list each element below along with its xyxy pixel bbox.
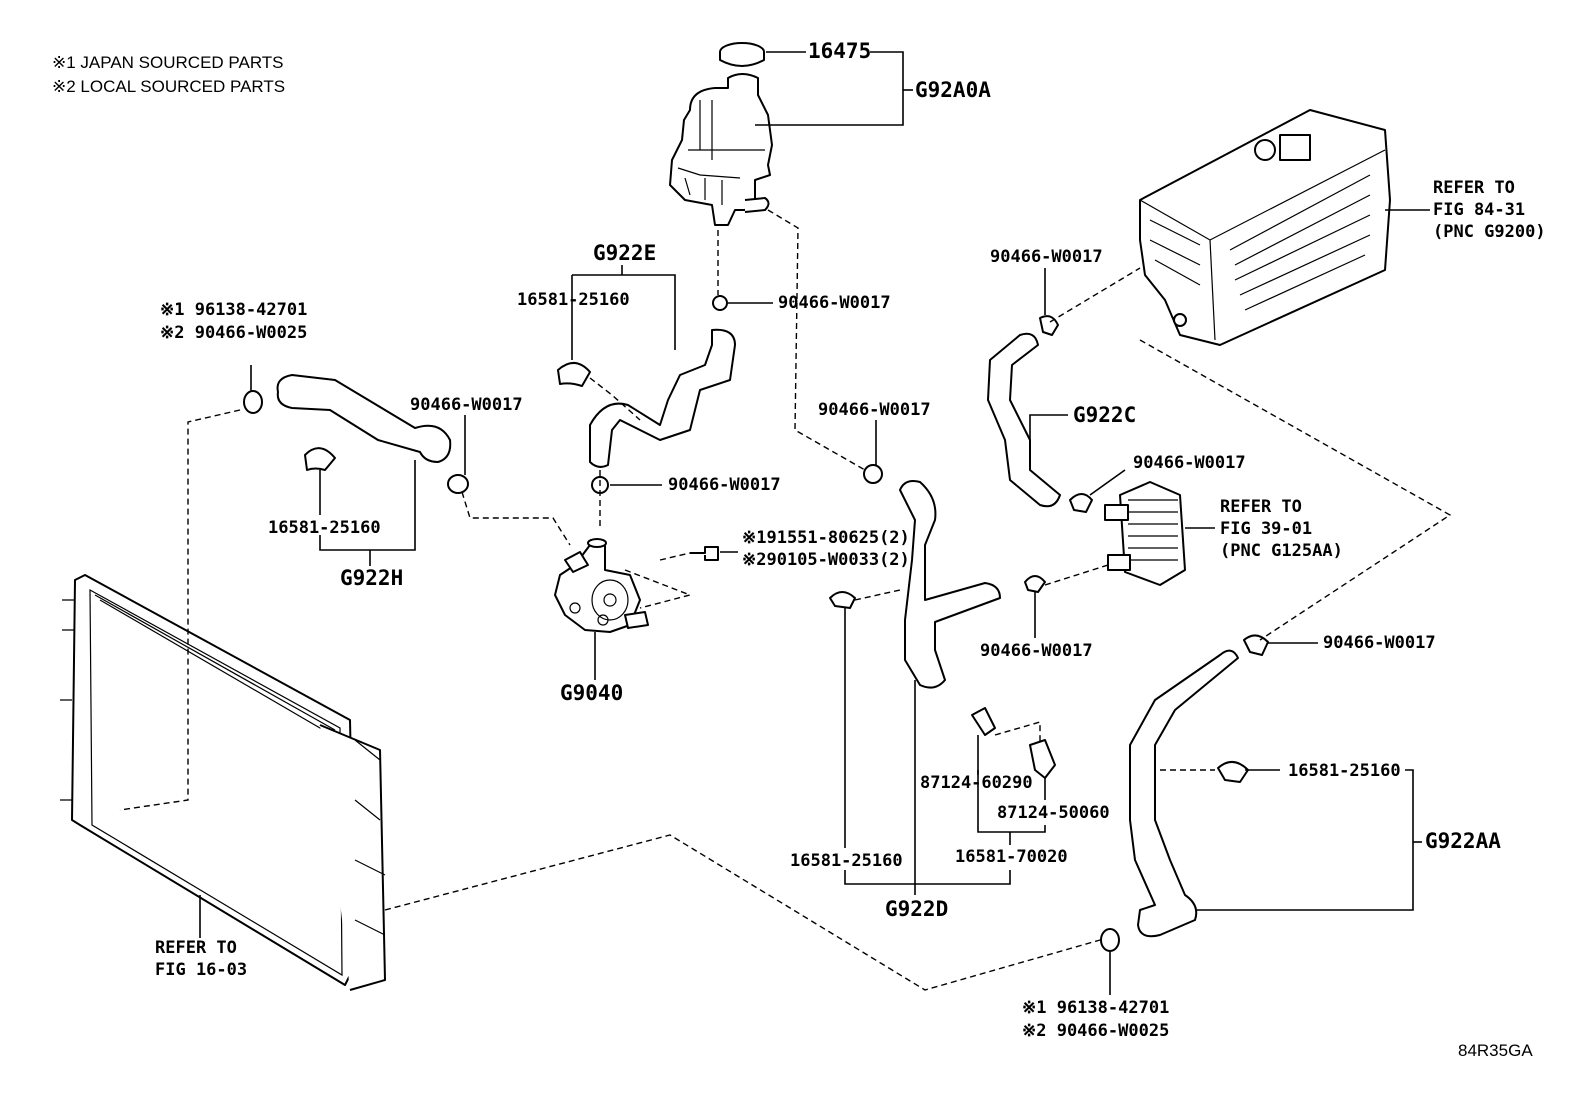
clamp-hose-e-upper (557, 362, 591, 387)
pump-bolt (690, 546, 719, 561)
leader-lines (199, 51, 1430, 995)
label-inverter-ref-2: FIG 84-31 (1433, 200, 1525, 220)
hose-g922e (589, 328, 736, 468)
label-hose-e-lower-clamp: 90466-W0017 (668, 475, 781, 495)
label-inverter-ref-3: (PNC G9200) (1433, 222, 1546, 242)
label-inverter-ref-1: REFER TO (1433, 178, 1515, 198)
figure-code: 84R35GA (1458, 1041, 1533, 1060)
label-reservoir-clamp: 90466-W0017 (778, 293, 891, 313)
label-upper-left-japan: ※1 96138-42701 (160, 300, 307, 320)
label-cooler-ref-1: REFER TO (1220, 497, 1302, 517)
label-cooler-ref-2: FIG 39-01 (1220, 519, 1312, 539)
label-radiator-ref-2: FIG 16-03 (155, 960, 247, 980)
clamp-radiator-top (243, 390, 263, 414)
hose-g922c (987, 332, 1061, 508)
note-local-sourced: ※2 LOCAL SOURCED PARTS (52, 77, 285, 96)
label-bottom-japan: ※1 96138-42701 (1022, 998, 1169, 1018)
label-hose-d-clamp-left: 16581-25160 (790, 851, 903, 871)
label-upper-left-local: ※2 90466-W0025 (160, 323, 307, 343)
radiator (60, 574, 386, 991)
label-hose-d-clamp-top: 90466-W0017 (818, 400, 931, 420)
label-pump-bolt-1: ※191551-80625(2) (742, 528, 910, 548)
clamp-bottom (1100, 928, 1120, 952)
clamp-hose-h-left (304, 447, 336, 471)
label-hose-h-group: G922H (340, 566, 403, 590)
label-cooler-ref-3: (PNC G125AA) (1220, 541, 1343, 561)
label-bracket-1: 87124-60290 (920, 773, 1033, 793)
label-hose-d-clamp-right: 16581-70020 (955, 847, 1068, 867)
label-right-clamp: 90466-W0017 (1323, 633, 1436, 653)
clamp-hose-d-left (829, 591, 856, 609)
label-hose-e-group: G922E (593, 241, 656, 265)
label-pump-group: G9040 (560, 681, 623, 705)
oil-cooler (1104, 481, 1186, 586)
label-hose-e-clamp: 16581-25160 (517, 290, 630, 310)
water-pump (554, 538, 649, 633)
label-cap-part: 16475 (808, 39, 871, 63)
note-japan-sourced: ※1 JAPAN SOURCED PARTS (52, 53, 284, 72)
reservoir-cap (719, 42, 765, 67)
label-hose-d-group: G922D (885, 897, 948, 921)
clamp-hose-aa (1217, 761, 1249, 783)
label-hose-aa-clamp: 16581-25160 (1288, 761, 1401, 781)
hose-g922aa (1129, 649, 1239, 938)
clamp-inverter (1039, 315, 1059, 336)
label-hose-c-group: G922C (1073, 403, 1136, 427)
hose-g922d (899, 480, 1001, 689)
label-hose-aa-group: G922AA (1425, 829, 1501, 853)
label-inverter-clamp: 90466-W0017 (990, 247, 1103, 267)
clamp-cooler-bottom (1024, 575, 1046, 593)
label-reservoir-group: G92A0A (915, 78, 991, 102)
clamp-hose-h-right (447, 474, 469, 494)
bracket-60290 (971, 707, 996, 736)
label-bracket-2: 87124-50060 (997, 803, 1110, 823)
label-pump-bolt-2: ※290105-W0033(2) (742, 550, 910, 570)
inverter-unit (1139, 109, 1391, 346)
clamp-cooler-top (1069, 493, 1093, 513)
reservoir-tank (669, 73, 773, 226)
clamp-reservoir (712, 295, 728, 311)
label-hose-h-clamp-b: 16581-25160 (268, 518, 381, 538)
label-cooler-clamp-top: 90466-W0017 (1133, 453, 1246, 473)
clamp-hose-d-top (863, 464, 883, 484)
dashed-connectors (119, 209, 1452, 991)
label-cooler-clamp-bottom: 90466-W0017 (980, 641, 1093, 661)
label-hose-h-clamp-a: 90466-W0017 (410, 395, 523, 415)
label-bottom-local: ※2 90466-W0025 (1022, 1021, 1169, 1041)
hose-g922h (276, 374, 452, 463)
clamp-right-upper (1243, 634, 1269, 656)
bracket-50060 (1029, 739, 1056, 779)
label-radiator-ref-1: REFER TO (155, 938, 237, 958)
